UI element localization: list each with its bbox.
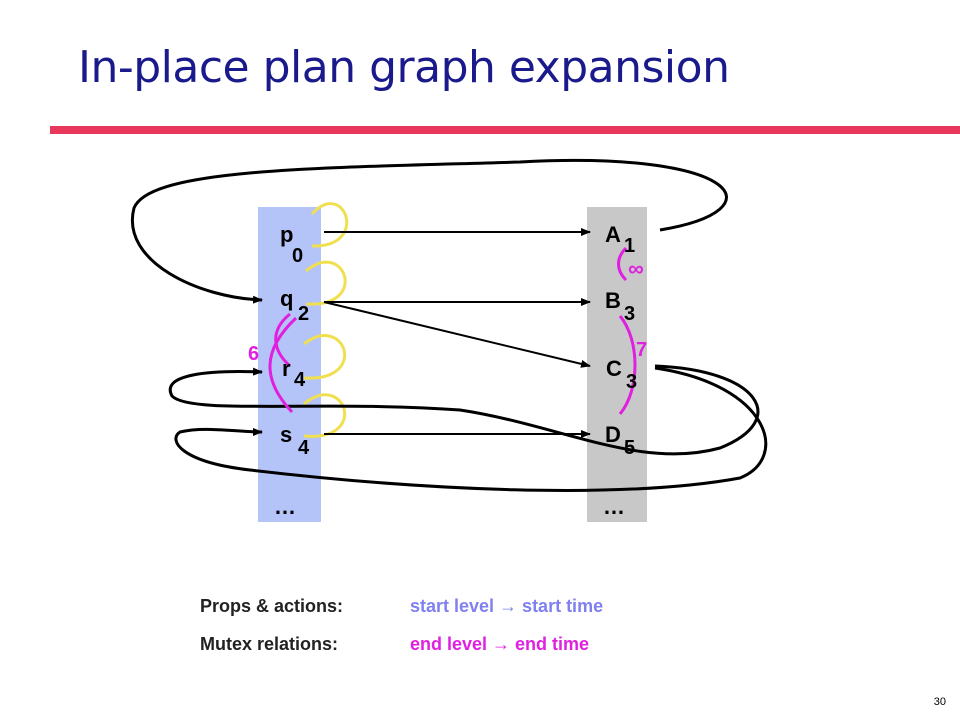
prop-r-level: 4 bbox=[294, 369, 306, 391]
action-C-level: 3 bbox=[626, 371, 637, 393]
prop-q-level: 2 bbox=[298, 303, 309, 325]
page-title: In-place plan graph expansion bbox=[78, 42, 730, 93]
legend-mutex-label: Mutex relations: bbox=[200, 634, 339, 654]
prop-ellipsis: … bbox=[274, 494, 296, 519]
effect-loops bbox=[130, 158, 768, 492]
action-B-name: B bbox=[605, 288, 621, 313]
prop-p-level: 0 bbox=[292, 245, 303, 267]
action-D-level: 5 bbox=[624, 437, 635, 459]
legend-mutex: Mutex relations: end level → end time bbox=[200, 634, 589, 655]
prop-q-name: q bbox=[280, 286, 293, 311]
legend-props-label: Props & actions: bbox=[200, 596, 344, 616]
prop-r-name: r bbox=[282, 356, 291, 381]
page-number: 30 bbox=[933, 696, 946, 708]
effect-A-q bbox=[130, 158, 728, 304]
action-ellipsis: … bbox=[603, 494, 625, 519]
mutex-arc-A-B bbox=[617, 246, 628, 282]
precondition-edges bbox=[323, 228, 591, 438]
mutex-arc-q-r bbox=[274, 312, 292, 368]
prop-s-level: 4 bbox=[298, 437, 310, 459]
mutex-label-infinity: ∞ bbox=[628, 256, 644, 281]
action-C-name: C bbox=[606, 356, 622, 381]
mutex-label-6: 6 bbox=[248, 343, 259, 365]
action-A-name: A bbox=[605, 222, 621, 247]
mutex-arc-B-D bbox=[618, 315, 637, 415]
action-A-level: 1 bbox=[624, 235, 635, 257]
edge-q-C bbox=[323, 301, 591, 368]
mutex-arcs bbox=[268, 246, 637, 415]
action-column bbox=[587, 207, 647, 522]
mutex-label-7: 7 bbox=[636, 339, 647, 361]
action-D-name: D bbox=[605, 422, 621, 447]
legend-props-value: start level → start time bbox=[410, 596, 604, 616]
legend-mutex-value: end level → end time bbox=[410, 634, 590, 654]
prop-s-name: s bbox=[280, 422, 292, 447]
action-B-level: 3 bbox=[624, 303, 635, 325]
mutex-arc-q-s bbox=[268, 316, 298, 414]
title-rule bbox=[50, 126, 960, 134]
prop-p-name: p bbox=[280, 222, 293, 247]
effect-C-s bbox=[174, 366, 768, 492]
legend-props: Props & actions: start level → start tim… bbox=[200, 596, 603, 617]
